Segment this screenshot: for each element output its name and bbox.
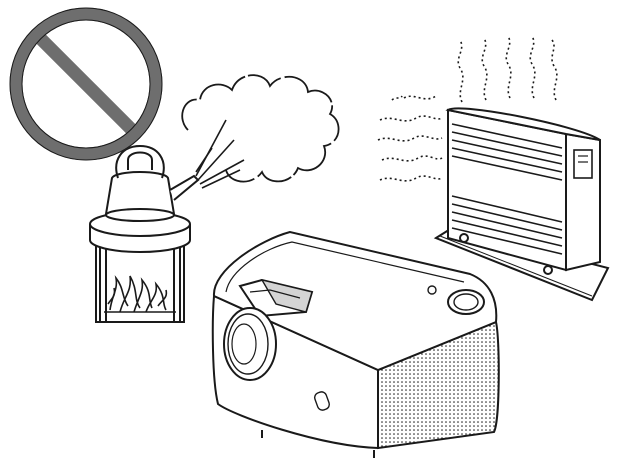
projector-power-indicator	[427, 285, 437, 295]
heater-lower-louvers	[451, 195, 563, 255]
projector-side-grille	[377, 320, 500, 450]
projector-top	[212, 230, 498, 372]
prohibition-icon	[9, 7, 163, 161]
heater-icon	[433, 107, 610, 302]
heat-waves-icon	[377, 35, 558, 182]
projector-lens-icon	[223, 307, 277, 381]
stove-group	[89, 144, 200, 323]
kettle-icon	[104, 144, 200, 222]
projector-ir-sensor	[313, 391, 331, 411]
steam-cloud-icon	[181, 74, 340, 183]
heater-control-panel	[573, 149, 593, 179]
heater-top-louvers	[451, 123, 563, 181]
projector-focus-wheel	[447, 289, 485, 315]
projector-icon	[211, 230, 500, 458]
steam-jets	[195, 119, 245, 189]
fire-flames-icon	[104, 275, 176, 313]
projector-top-lens-window	[238, 278, 314, 318]
